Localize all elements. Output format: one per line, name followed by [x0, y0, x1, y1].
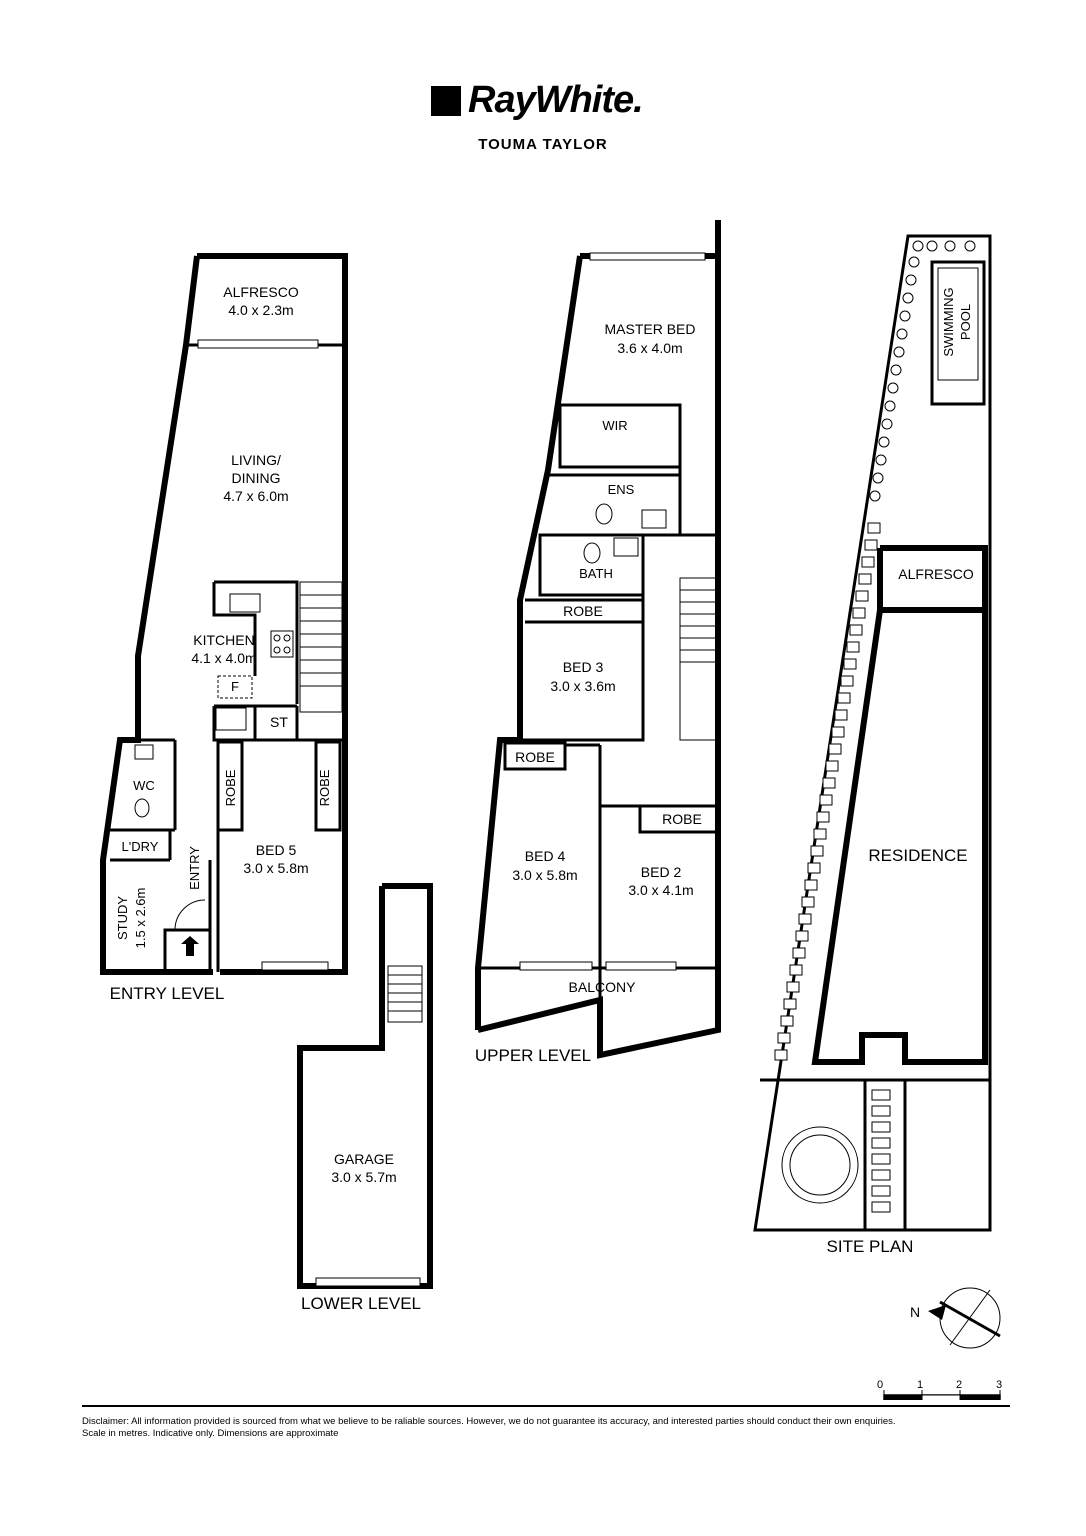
bed4-size: 3.0 x 5.8m	[512, 867, 577, 883]
disclaimer-line2: Scale in metres. Indicative only. Dimens…	[82, 1428, 339, 1439]
living-size: 4.7 x 6.0m	[223, 488, 288, 504]
kitchen-size: 4.1 x 4.0m	[191, 650, 256, 666]
pool-label-line2: POOL	[958, 304, 973, 340]
bed4-label: BED 4	[525, 848, 566, 864]
footer-divider	[82, 1405, 1010, 1407]
lower-level-title: LOWER LEVEL	[301, 1294, 421, 1313]
alfresco-size: 4.0 x 2.3m	[228, 302, 293, 318]
scale-tick-2: 2	[956, 1379, 962, 1391]
disclaimer-line1: Disclaimer: All information provided is …	[82, 1416, 896, 1427]
scale-tick-3: 3	[996, 1379, 1002, 1391]
laundry-label: L'DRY	[122, 839, 159, 854]
study-size: 1.5 x 2.6m	[133, 888, 148, 949]
lower-level-plan	[297, 883, 433, 1289]
bed5-robe-left-label: ROBE	[223, 769, 238, 806]
north-label: N	[910, 1304, 920, 1320]
master-bed-label: MASTER BED	[604, 321, 695, 337]
entry-level-title: ENTRY LEVEL	[110, 984, 225, 1003]
wc-label: WC	[133, 778, 155, 793]
bed5-label: BED 5	[256, 842, 297, 858]
balcony-label: BALCONY	[569, 979, 637, 995]
alfresco-label: ALFRESCO	[223, 284, 299, 300]
compass-icon	[928, 1287, 1001, 1349]
bed3-size: 3.0 x 3.6m	[550, 678, 615, 694]
bed3-label: BED 3	[563, 659, 604, 675]
fridge-label: F	[231, 679, 239, 694]
scale-bar	[883, 1390, 1001, 1400]
bed5-size: 3.0 x 5.8m	[243, 860, 308, 876]
site-plan-title: SITE PLAN	[827, 1237, 914, 1256]
floor-plan-drawing: ALFRESCO 4.0 x 2.3m LIVING/ DINING 4.7 x…	[100, 220, 1002, 1400]
bed2-size: 3.0 x 4.1m	[628, 882, 693, 898]
bed2-robe-label: ROBE	[662, 811, 702, 827]
bed2-label: BED 2	[641, 864, 682, 880]
residence-label: RESIDENCE	[868, 846, 967, 865]
scale-tick-0: 0	[877, 1379, 883, 1391]
storage-label: ST	[270, 714, 288, 730]
garage-label: GARAGE	[334, 1151, 394, 1167]
ray-white-logo-mark	[431, 86, 461, 116]
bath-label: BATH	[579, 566, 613, 581]
living-label: LIVING/	[231, 452, 281, 468]
garage-size: 3.0 x 5.7m	[331, 1169, 396, 1185]
study-label: STUDY	[115, 896, 130, 940]
upper-level-plan	[475, 220, 721, 1059]
disclaimer: Disclaimer: All information provided is …	[82, 1416, 1022, 1440]
kitchen-label: KITCHEN	[193, 632, 254, 648]
ensuite-label: ENS	[608, 482, 635, 497]
wir-label: WIR	[602, 418, 627, 433]
bed3-robe-label: ROBE	[563, 603, 603, 619]
ray-white-logo: RayWhite.	[468, 79, 644, 121]
bed5-robe-right-label: ROBE	[317, 769, 332, 806]
upper-level-title: UPPER LEVEL	[475, 1046, 591, 1065]
entry-label: ENTRY	[187, 846, 202, 890]
master-bed-size: 3.6 x 4.0m	[617, 340, 682, 356]
site-plan	[753, 234, 992, 1232]
bed4-robe-label: ROBE	[515, 749, 555, 765]
site-alfresco-label: ALFRESCO	[898, 566, 974, 582]
entry-level-plan	[100, 253, 348, 975]
scale-tick-1: 1	[917, 1379, 923, 1391]
pool-label-line1: SWIMMING	[941, 287, 956, 356]
dining-label: DINING	[232, 470, 281, 486]
agency-name: TOUMA TAYLOR	[478, 136, 608, 153]
